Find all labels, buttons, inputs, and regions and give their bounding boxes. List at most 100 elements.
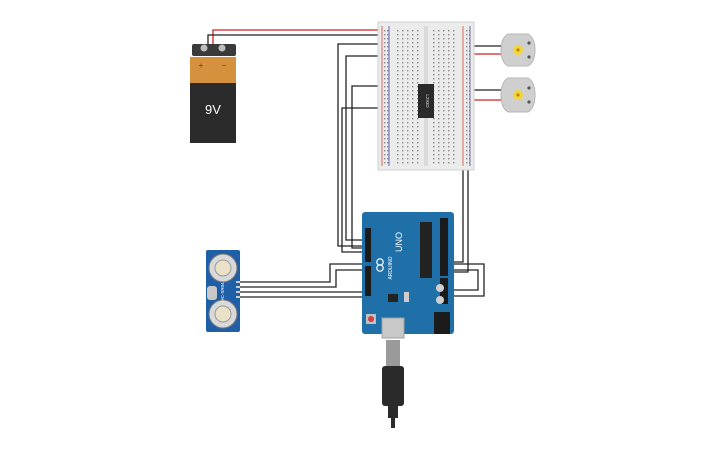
usb-cable[interactable] xyxy=(382,340,404,428)
breadboard-hole xyxy=(412,86,414,88)
breadboard-hole xyxy=(466,86,468,88)
breadboard-hole xyxy=(407,138,409,140)
breadboard-hole xyxy=(402,126,404,128)
breadboard-hole xyxy=(443,54,445,56)
ultrasonic-sensor[interactable]: HC-SR04 xyxy=(206,250,240,332)
breadboard-hole xyxy=(412,38,414,40)
breadboard-hole xyxy=(407,58,409,60)
breadboard-hole xyxy=(453,42,455,44)
breadboard-hole xyxy=(453,118,455,120)
motor-driver-chip[interactable]: L293D xyxy=(418,84,434,118)
chip-body xyxy=(418,84,434,118)
breadboard-hole xyxy=(448,134,450,136)
breadboard-hole xyxy=(448,106,450,108)
breadboard-hole xyxy=(407,90,409,92)
breadboard-hole xyxy=(469,54,471,56)
sensor-label: HC-SR04 xyxy=(220,282,225,302)
breadboard-hole xyxy=(453,70,455,72)
wire-bb-arduino-1[interactable] xyxy=(452,150,464,263)
breadboard-hole xyxy=(438,154,440,156)
breadboard-hole xyxy=(417,154,419,156)
breadboard-hole xyxy=(438,158,440,160)
breadboard-hole xyxy=(443,138,445,140)
breadboard-hole xyxy=(438,42,440,44)
breadboard-hole xyxy=(438,46,440,48)
breadboard-hole xyxy=(469,38,471,40)
arduino-usb-port[interactable] xyxy=(381,317,405,339)
breadboard-hole xyxy=(448,102,450,104)
breadboard-hole xyxy=(387,70,389,72)
breadboard-hole xyxy=(387,126,389,128)
breadboard-hole xyxy=(469,162,471,164)
breadboard-hole xyxy=(466,66,468,68)
breadboard-hole xyxy=(469,82,471,84)
arduino-digital-header[interactable] xyxy=(440,218,448,276)
motor2-terminal-a xyxy=(527,86,531,90)
breadboard-hole xyxy=(387,90,389,92)
breadboard-hole xyxy=(433,70,435,72)
breadboard-hole xyxy=(397,154,399,156)
breadboard-hole xyxy=(387,150,389,152)
battery-terminal-negative xyxy=(218,44,226,52)
arduino-digital-header-2[interactable] xyxy=(440,278,448,304)
breadboard-hole xyxy=(433,130,435,132)
breadboard-hole xyxy=(466,146,468,148)
breadboard-hole xyxy=(453,106,455,108)
breadboard-hole xyxy=(407,102,409,104)
wire-battery-positive[interactable] xyxy=(212,29,388,44)
breadboard-hole xyxy=(438,118,440,120)
breadboard-hole xyxy=(453,78,455,80)
breadboard-hole xyxy=(438,62,440,64)
breadboard-hole xyxy=(466,110,468,112)
breadboard-hole xyxy=(417,142,419,144)
breadboard-hole xyxy=(384,134,386,136)
wire-bb-arduino-2[interactable] xyxy=(452,160,469,273)
breadboard-hole xyxy=(448,30,450,32)
breadboard-hole xyxy=(412,154,414,156)
breadboard-hole xyxy=(433,78,435,80)
breadboard-hole xyxy=(397,134,399,136)
arduino-analog-header[interactable] xyxy=(365,266,371,296)
breadboard-hole xyxy=(402,30,404,32)
breadboard-hole xyxy=(443,50,445,52)
breadboard-hole xyxy=(443,70,445,72)
breadboard-hole xyxy=(417,38,419,40)
breadboard-hole xyxy=(417,90,419,92)
breadboard-hole xyxy=(412,110,414,112)
breadboard-hole xyxy=(443,130,445,132)
breadboard-hole xyxy=(466,58,468,60)
wire-battery-negative[interactable] xyxy=(207,34,388,44)
breadboard-hole xyxy=(443,94,445,96)
breadboard-hole xyxy=(384,74,386,76)
breadboard-hole xyxy=(433,46,435,48)
breadboard-hole xyxy=(397,82,399,84)
breadboard-hole xyxy=(402,90,404,92)
breadboard-hole xyxy=(453,150,455,152)
wire-bb-loop-2[interactable] xyxy=(345,55,400,241)
arduino-uno[interactable]: UNO ARDUINO xyxy=(362,212,454,339)
breadboard-hole xyxy=(466,30,468,32)
breadboard-hole xyxy=(448,74,450,76)
breadboard-hole xyxy=(387,58,389,60)
breadboard-hole xyxy=(384,38,386,40)
breadboard-hole xyxy=(417,126,419,128)
breadboard-hole xyxy=(387,98,389,100)
breadboard-hole xyxy=(469,134,471,136)
battery-9v[interactable]: + − 9V xyxy=(190,44,236,143)
dc-motor-1[interactable] xyxy=(500,33,536,67)
breadboard-hole xyxy=(384,54,386,56)
breadboard-hole xyxy=(453,50,455,52)
arduino-power-header[interactable] xyxy=(365,228,371,262)
arduino-power-jack[interactable] xyxy=(434,312,450,334)
breadboard-hole xyxy=(384,158,386,160)
breadboard-hole xyxy=(407,82,409,84)
breadboard-hole xyxy=(387,86,389,88)
wire-bb-loop-4[interactable] xyxy=(341,107,400,253)
wire-bb-loop-3[interactable] xyxy=(351,85,400,249)
breadboard-hole xyxy=(466,34,468,36)
breadboard-hole xyxy=(469,102,471,104)
breadboard-hole xyxy=(453,138,455,140)
dc-motor-2[interactable] xyxy=(500,77,536,113)
breadboard-hole xyxy=(453,130,455,132)
breadboard-hole xyxy=(384,118,386,120)
